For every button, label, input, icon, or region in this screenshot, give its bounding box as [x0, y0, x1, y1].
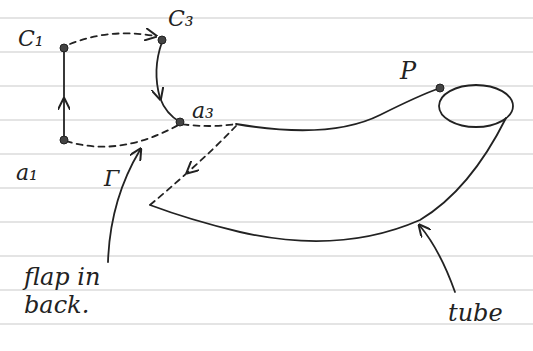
dashed-curve: [150, 172, 188, 205]
point-dot: [158, 36, 166, 44]
flap-edge: [66, 124, 236, 147]
edge-curve: [156, 42, 162, 98]
point-label: C₁: [18, 26, 44, 51]
edge-curve: [160, 98, 180, 122]
tube-opening: [439, 85, 513, 127]
leader-line: [420, 226, 455, 292]
point-label: a₁: [16, 160, 38, 185]
note-text: flap in back.: [24, 264, 142, 319]
point-dot: [60, 44, 68, 52]
edge-line: [63, 100, 65, 140]
tube-top: [236, 88, 440, 130]
dashed-arc: [70, 33, 155, 44]
curve-label: Γ: [104, 166, 119, 191]
point-dot: [60, 136, 68, 144]
edge-line: [63, 50, 65, 100]
point-label: C₃: [168, 6, 194, 31]
point-label: a₃: [192, 98, 214, 123]
point-dot: [436, 84, 444, 92]
tube-bottom: [150, 118, 506, 241]
point-label: P: [400, 58, 416, 86]
ruled-lines: [0, 18, 533, 324]
point-dot: [176, 118, 184, 126]
dashed-curve: [188, 126, 236, 172]
note-text: tube: [448, 300, 503, 328]
